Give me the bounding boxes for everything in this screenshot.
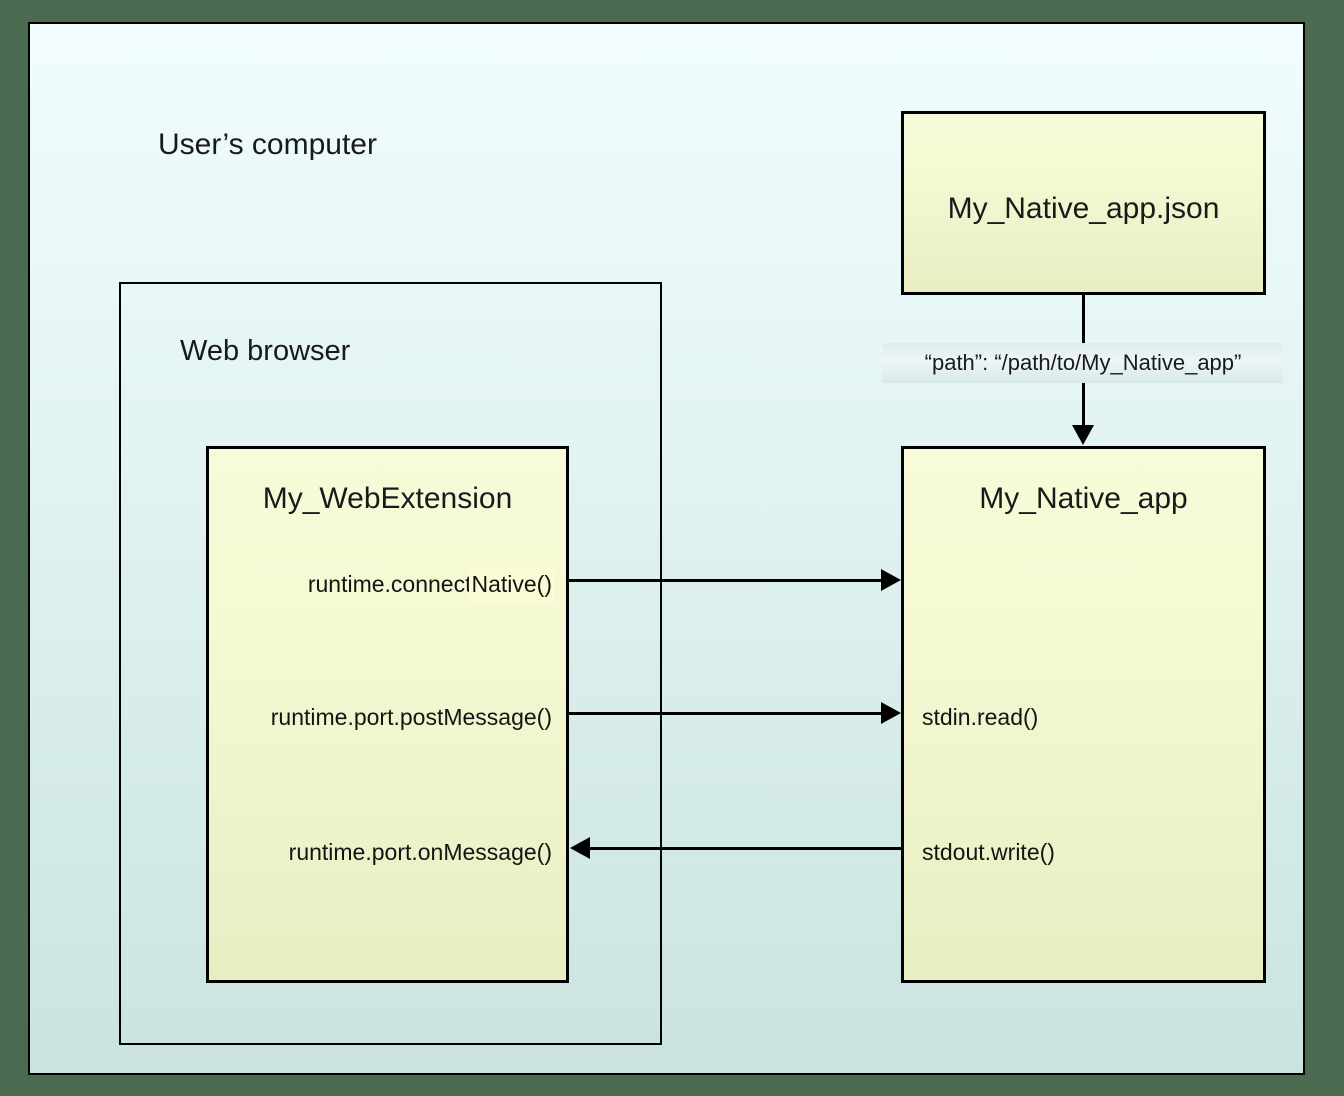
arrow-on-message-line <box>590 847 901 850</box>
connect-native-highlight: Native() <box>469 566 554 603</box>
api-label-stdin-read: stdin.read() <box>922 704 1039 730</box>
web-browser-container <box>119 282 662 1045</box>
manifest-to-path-connector <box>1082 295 1085 345</box>
api-label-post-message: runtime.port.postMessage() <box>270 704 552 730</box>
path-entry-annotation: “path”: “/path/to/My_Native_app” <box>883 343 1283 383</box>
path-to-native-app-line <box>1082 383 1085 429</box>
api-label-on-message: runtime.port.onMessage() <box>288 839 552 865</box>
arrow-down-icon <box>1072 425 1094 445</box>
web-browser-label: Web browser <box>180 335 351 367</box>
arrow-post-message-line <box>569 712 883 715</box>
diagram-canvas: User’s computer Web browser My_Native_ap… <box>28 22 1305 1075</box>
arrow-right-icon-post-message <box>881 702 901 724</box>
path-entry-text: “path”: “/path/to/My_Native_app” <box>924 350 1242 375</box>
arrow-right-icon-connect-native <box>881 569 901 591</box>
api-label-stdout-write: stdout.write() <box>922 839 1055 865</box>
webextension-box: My_WebExtension runtime.connectNative() … <box>206 446 569 983</box>
manifest-json-box: My_Native_app.json <box>901 111 1266 295</box>
api-label-connect-native: runtime.connectNative() <box>307 566 554 603</box>
connect-native-head: runtime.connect <box>307 571 472 597</box>
arrow-connect-native-line <box>569 579 883 582</box>
native-app-title: My_Native_app <box>979 482 1188 515</box>
native-app-box: My_Native_app stdin.read() stdout.write(… <box>901 446 1266 983</box>
arrow-left-icon-on-message <box>570 837 590 859</box>
user-computer-label: User’s computer <box>158 128 377 161</box>
manifest-json-title: My_Native_app.json <box>947 192 1220 225</box>
webextension-title: My_WebExtension <box>262 482 513 515</box>
